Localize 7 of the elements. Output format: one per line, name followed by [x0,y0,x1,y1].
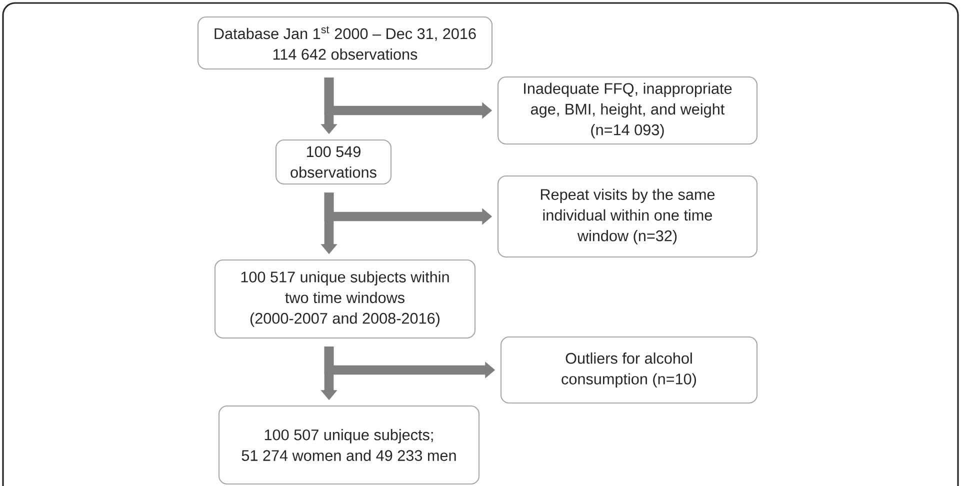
process-box: Inadequate FFQ, inappropriate age, BMI, height, and weight (n=14 093) [497,76,758,145]
process-box: Database Jan 1$^{st}$ 2000 – Dec 31, 2016 114 642 observations [197,16,493,70]
process-box: 100 549 observations [275,139,392,185]
process-box: 100 517 unique subjects within two time windows (2000-2007 and 2008-2016) [214,259,476,339]
process-box: Repeat visits by the same individual within one time window (n=32) [497,175,758,258]
process-box: 100 507 unique subjects; 51 274 women and 49 233 men [218,405,480,485]
process-box: Outliers for alcohol consumption (n=10) [500,336,758,404]
